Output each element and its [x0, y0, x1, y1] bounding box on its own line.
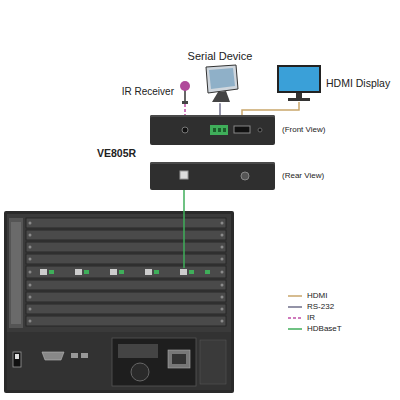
legend-row: HDBaseT	[288, 323, 342, 334]
legend-row: HDMI	[288, 290, 342, 301]
model-label: VE805R	[97, 147, 136, 160]
node-label: IR Receiver	[122, 86, 174, 98]
legend-line-sample	[288, 303, 302, 311]
signal-cable	[184, 104, 186, 115]
tv-node: HDMI Display	[276, 64, 390, 102]
node-label: (Front View)	[282, 125, 325, 135]
legend: HDMIRS-232IRHDBaseT	[288, 290, 342, 334]
chassis	[4, 211, 234, 393]
extender-housing	[150, 162, 275, 190]
unit-node: (Front View)	[150, 115, 275, 145]
serial-device-icon	[200, 63, 240, 103]
legend-line-sample	[288, 314, 302, 322]
node-label: HDMI Display	[326, 77, 390, 90]
port-panel	[150, 115, 275, 145]
hdmi-display-icon	[276, 64, 322, 102]
unit-node: (Rear View)	[150, 162, 275, 190]
legend-row: RS-232	[288, 301, 342, 312]
ir-receiver-icon	[178, 80, 192, 104]
hdbaset-ports	[40, 269, 210, 275]
legend-line-sample	[288, 292, 302, 300]
hdbaset-cable	[183, 190, 185, 268]
legend-label: IR	[307, 313, 315, 323]
ir-node: IR Receiver	[122, 80, 192, 104]
legend-row: IR	[288, 312, 342, 323]
node-label: Serial Device	[170, 50, 270, 63]
signal-cable	[219, 103, 221, 115]
legend-line-sample	[288, 325, 302, 333]
node-label: (Rear View)	[282, 171, 324, 181]
port-panel	[150, 162, 275, 190]
extender-housing	[150, 115, 275, 145]
legend-label: HDMI	[307, 291, 327, 301]
legend-label: RS-232	[307, 302, 334, 312]
signal-cable	[242, 102, 299, 115]
legend-label: HDBaseT	[307, 324, 342, 334]
